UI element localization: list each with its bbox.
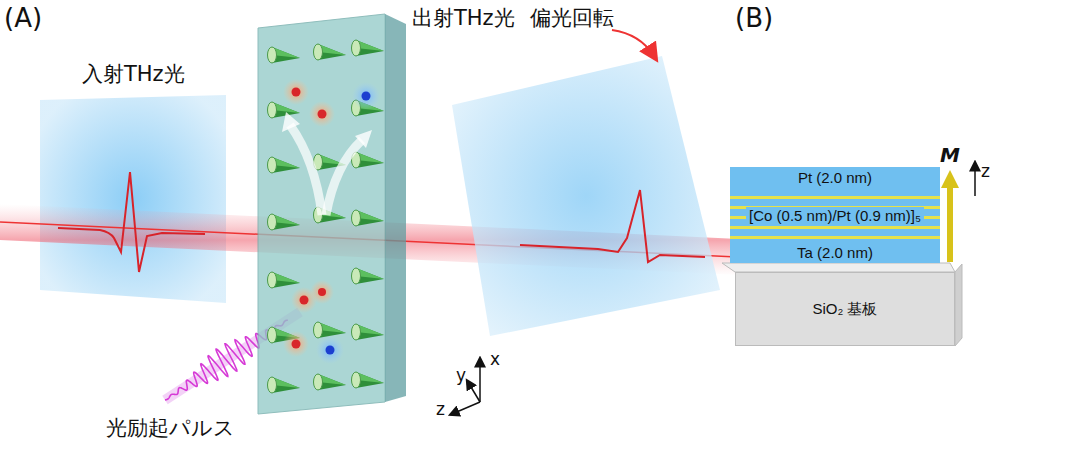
sample-front (258, 14, 385, 414)
spin-current-arrow (282, 112, 300, 132)
exit-waveform (520, 190, 705, 262)
beam-label: 出射THz光 (412, 6, 515, 30)
incident-panel (40, 95, 226, 303)
beam-label: 入射THz光 (82, 62, 185, 86)
exit-panel (452, 56, 720, 336)
magnetization-head (941, 170, 959, 188)
panel-label: (B) (735, 4, 773, 34)
layer-label: [Co (0.5 nm)/Pt (0.9 nm)]₅ (746, 207, 924, 225)
spin-current-arrow (326, 140, 362, 215)
layer-label: Ta (2.0 nm) (797, 244, 873, 262)
electrons (283, 79, 380, 364)
z-axis (974, 164, 976, 196)
layer-label: Pt (2.0 nm) (798, 169, 872, 187)
axis-label: x (490, 350, 500, 370)
panel-label: (A) (4, 4, 42, 34)
rotation-label: 偏光回転 (530, 6, 614, 30)
axis-label: z (981, 162, 990, 182)
layer-label: SiO₂ 基板 (813, 300, 878, 318)
axes (452, 360, 480, 414)
rotation-arrow (612, 30, 654, 56)
incident-waveform (58, 172, 205, 272)
substrate: SiO₂ 基板 (735, 272, 955, 346)
spin-current-arrow (290, 125, 322, 215)
substrate-side (955, 264, 962, 346)
ta-layer: Ta (2.0 nm) (730, 243, 940, 263)
magnetization-arrow (947, 186, 953, 262)
sample-side (385, 14, 406, 402)
magnetization-label: M (940, 144, 960, 167)
axis-label: y (456, 366, 466, 386)
pt-layer: Pt (2.0 nm) (730, 167, 940, 189)
multilayer: [Co (0.5 nm)/Pt (0.9 nm)]₅ (730, 189, 940, 243)
axis-label: z (436, 400, 445, 420)
pump-label: 光励起パルス (106, 416, 235, 440)
spin-current-arrow (355, 130, 372, 148)
substrate-top (722, 263, 955, 272)
spin-cones (268, 40, 385, 393)
